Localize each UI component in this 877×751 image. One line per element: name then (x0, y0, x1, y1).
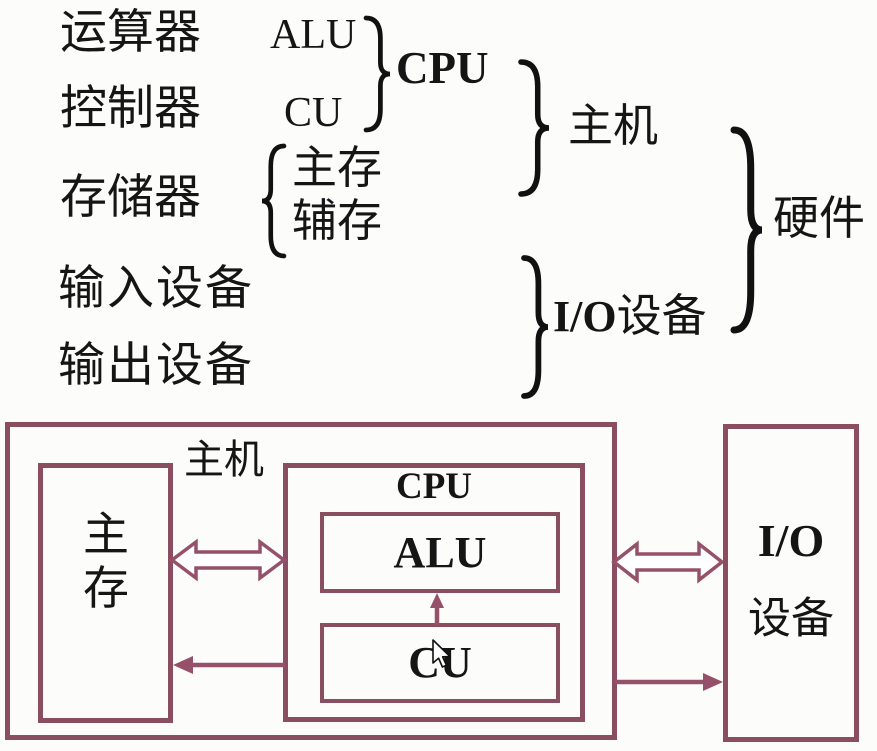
abbr-alu: ALU (270, 12, 357, 58)
hardware-brace (730, 126, 763, 334)
alu-box (320, 512, 560, 593)
cpu-box-label: CPU (395, 466, 473, 507)
row-control-unit: 控制器 (60, 83, 201, 135)
main-memory-label: 主存 (83, 509, 129, 615)
cpu-box (283, 463, 585, 722)
io-device-label-line2: 设备 (748, 596, 834, 643)
host-brace (518, 59, 550, 197)
group-host-label: 主机 (568, 101, 659, 151)
memory-cpu-double-arrow (169, 538, 287, 582)
row-arithmetic-unit: 运算器 (60, 7, 201, 59)
host-box (5, 422, 617, 740)
host-to-io-arrow (615, 673, 723, 691)
io-suffix-label: 设备 (616, 291, 707, 341)
mouse-cursor-icon (432, 639, 451, 668)
io-prefix-label: I/O (553, 292, 617, 341)
memory-aux-label: 辅存 (292, 196, 383, 246)
cpu-brace (363, 15, 391, 133)
memory-main-label: 主存 (292, 143, 383, 193)
memory-brace (261, 143, 287, 259)
alu-label: ALU (393, 528, 487, 577)
io-device-box (723, 424, 859, 742)
host-box-label: 主机 (184, 437, 264, 482)
cu-to-alu-arrow (430, 593, 444, 625)
cu-box (320, 623, 560, 703)
row-memory: 存储器 (60, 172, 201, 224)
host-io-double-arrow (611, 540, 725, 584)
row-output-devices: 输出设备 (58, 340, 254, 392)
main-memory-box (38, 463, 173, 723)
group-hardware-label: 硬件 (773, 193, 865, 244)
io-device-label-line1: I/O (757, 515, 825, 566)
group-cpu-label: CPU (396, 43, 489, 93)
abbr-cu: CU (284, 90, 343, 136)
io-brace (521, 255, 549, 399)
row-input-devices: 输入设备 (58, 263, 254, 315)
group-io-label: I/O设备 (553, 294, 707, 339)
cpu-to-memory-arrow (173, 656, 285, 674)
